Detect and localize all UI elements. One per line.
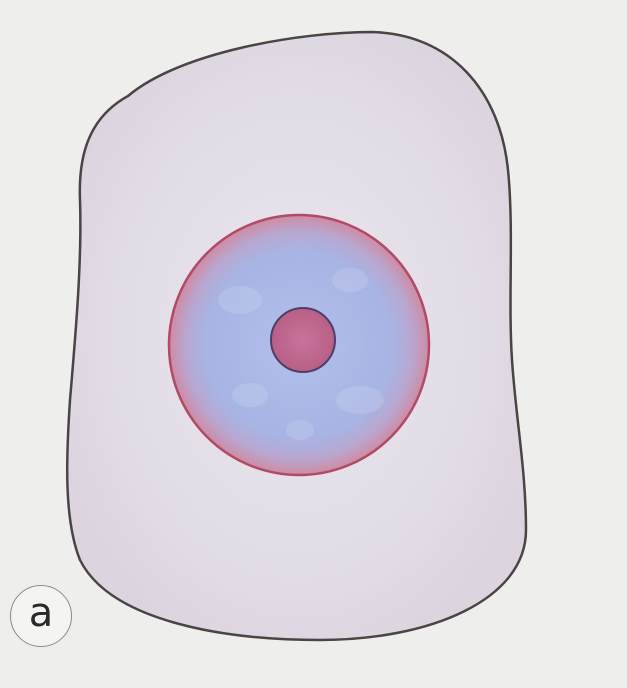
panel-label: a: [10, 585, 72, 647]
nucleolus: [271, 308, 335, 372]
